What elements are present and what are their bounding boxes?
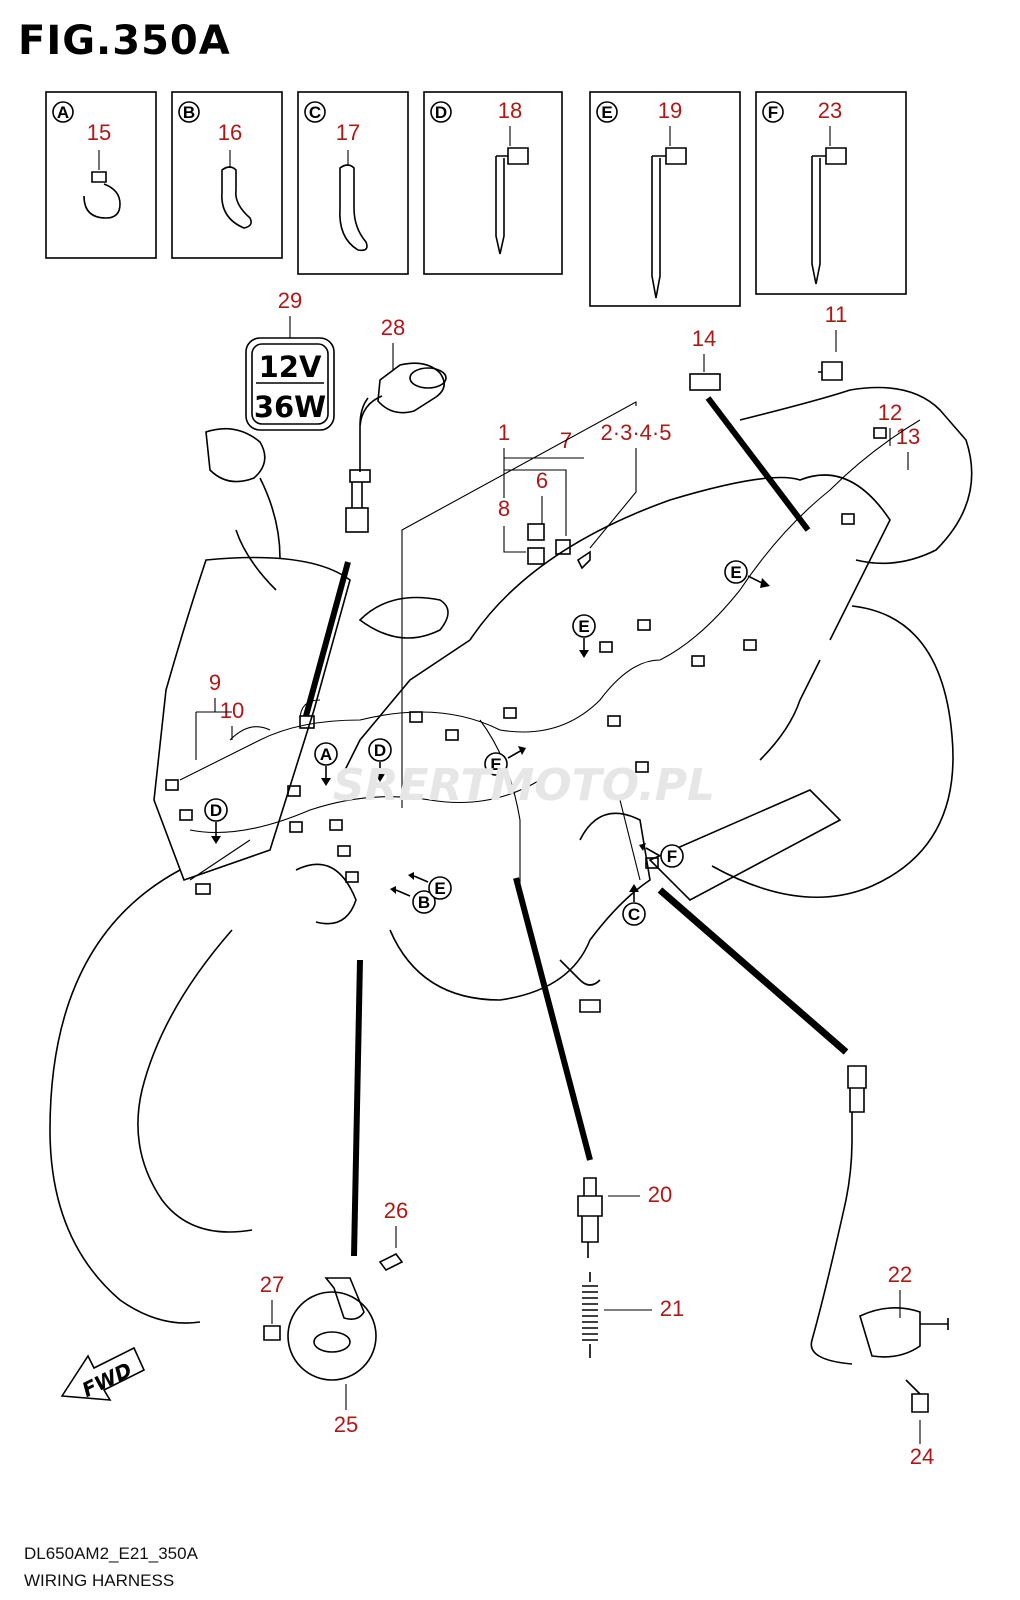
box-letter: D: [435, 103, 447, 122]
relay-fuse-group[interactable]: 1 2·3·4·5 6 7 8: [401, 401, 672, 808]
cable-tie-long-icon: [651, 147, 687, 299]
nut-27[interactable]: 27: [260, 1272, 284, 1341]
sensor-22[interactable]: 22: [810, 1065, 949, 1365]
detail-box-c[interactable]: C 17: [297, 91, 409, 275]
fwd-arrow: FWD: [60, 1346, 146, 1402]
label-wattage: 36W: [254, 390, 326, 424]
spring-21[interactable]: 21: [582, 1272, 684, 1358]
callout-25: 25: [334, 1412, 358, 1437]
callout-14: 14: [692, 326, 716, 351]
box-letter: B: [183, 103, 195, 122]
harness-marker-b[interactable]: B: [390, 886, 436, 914]
detail-box-d[interactable]: D 18: [423, 91, 563, 275]
accessory-socket-28[interactable]: 28: [345, 315, 447, 533]
horn-25[interactable]: 25: [287, 1277, 377, 1437]
part-number: 17: [336, 120, 360, 145]
svg-text:A: A: [320, 745, 332, 764]
harness-marker-e2[interactable]: E: [572, 614, 596, 658]
front-wiring-9-10[interactable]: 9 10: [195, 670, 244, 760]
harness-marker-c[interactable]: C: [622, 884, 646, 926]
callout-29: 29: [278, 288, 302, 313]
harness-marker-e3[interactable]: E: [484, 746, 526, 776]
rear-wiring-11-14[interactable]: 11 12 13 14: [689, 302, 920, 532]
motorcycle-outline: [49, 386, 973, 1324]
harness-marker-e4[interactable]: E: [408, 872, 452, 900]
detail-box-f[interactable]: F 23: [755, 91, 907, 295]
svg-text:E: E: [490, 755, 501, 774]
wiring-harness-main: [179, 419, 921, 900]
part-number: 19: [658, 98, 682, 123]
svg-text:C: C: [628, 905, 640, 924]
watermark: SRERTMOTO.PL: [333, 760, 715, 811]
clamp-part-icon: [83, 171, 121, 219]
callout-10: 10: [220, 698, 244, 723]
connector-11-icon: [818, 361, 843, 381]
svg-text:D: D: [210, 801, 222, 820]
svg-text:F: F: [667, 847, 677, 866]
detail-box-e[interactable]: E 19: [589, 91, 741, 307]
svg-text:E: E: [578, 617, 589, 636]
label-sticker-14-icon: [689, 373, 721, 391]
callout-21: 21: [660, 1296, 684, 1321]
part-number: 23: [818, 98, 842, 123]
harness-marker-e1[interactable]: E: [724, 560, 770, 588]
box-letter: E: [601, 103, 612, 122]
svg-text:B: B: [418, 893, 430, 912]
harness-marker-a[interactable]: A: [314, 742, 338, 786]
harness-marker-d2[interactable]: D: [368, 738, 392, 782]
svg-text:D: D: [374, 741, 386, 760]
callout-1: 1: [498, 420, 510, 445]
callout-28: 28: [381, 315, 405, 340]
label-voltage: 12V: [259, 350, 322, 384]
bolt-26[interactable]: 26: [378, 1198, 408, 1272]
cable-tie-icon: [495, 147, 529, 255]
box-letter: C: [309, 103, 321, 122]
cable-tie-icon-f: [811, 147, 847, 285]
figure-name: WIRING HARNESS: [24, 1571, 175, 1590]
figure-code: DL650AM2_E21_350A: [24, 1544, 198, 1563]
callout-13: 13: [896, 424, 920, 449]
svg-text:E: E: [730, 563, 741, 582]
clip-long-part-icon: [339, 164, 368, 252]
callout-6: 6: [536, 468, 548, 493]
box-letter: F: [768, 103, 778, 122]
detail-box-b[interactable]: B 16: [171, 91, 283, 259]
harness-connectors: [165, 427, 887, 895]
callout-2345: 2·3·4·5: [601, 420, 672, 445]
callout-27: 27: [260, 1272, 284, 1297]
box-letter: A: [57, 103, 69, 122]
harness-marker-f[interactable]: F: [639, 843, 684, 868]
switch-20[interactable]: 20: [577, 1177, 672, 1258]
callout-11: 11: [825, 302, 848, 327]
callout-22: 22: [888, 1262, 912, 1287]
callout-8: 8: [498, 496, 510, 521]
socket-label-29: 29 12V 36W: [245, 288, 335, 431]
callout-12: 12: [878, 400, 902, 425]
detail-box-a[interactable]: A 15: [45, 91, 157, 259]
bolt-24[interactable]: 24: [905, 1379, 934, 1469]
callout-20: 20: [648, 1182, 672, 1207]
figure-title: FIG.350A: [18, 18, 231, 64]
svg-text:E: E: [434, 879, 445, 898]
part-number: 15: [87, 120, 111, 145]
callout-26: 26: [384, 1198, 408, 1223]
callout-24: 24: [910, 1444, 934, 1469]
part-number: 16: [218, 120, 242, 145]
leader-lines: [303, 561, 849, 1257]
callout-9: 9: [209, 670, 221, 695]
part-number: 18: [498, 98, 522, 123]
harness-marker-d1[interactable]: D: [204, 798, 228, 844]
clip-part-icon: [221, 166, 252, 229]
